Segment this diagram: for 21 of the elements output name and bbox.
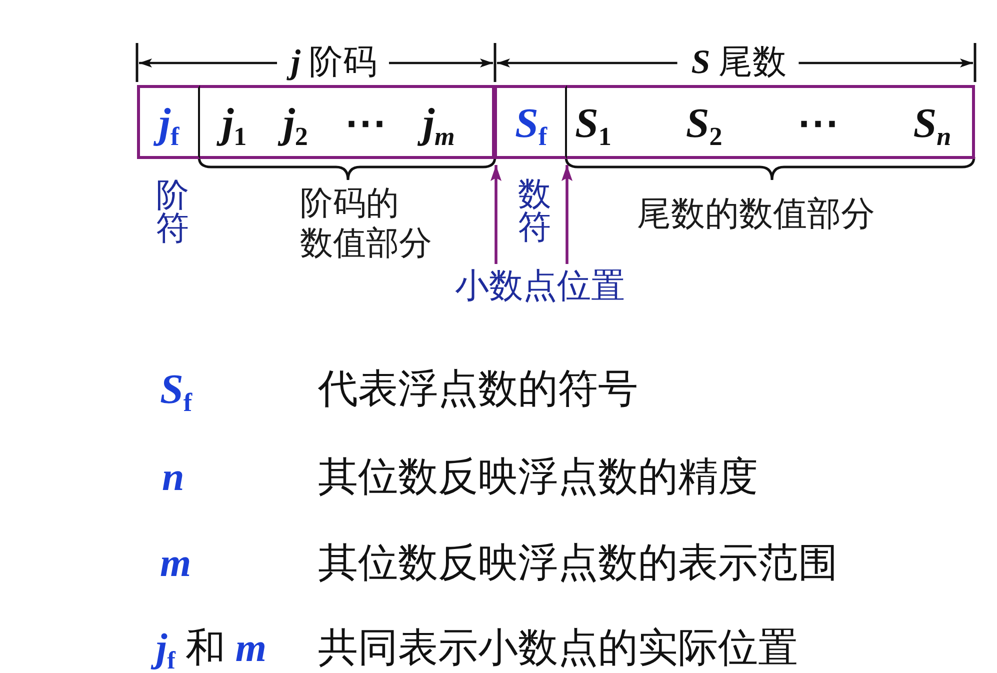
register-field: S$_{f}$: [497, 85, 567, 159]
symbol-label: m: [159, 543, 192, 587]
field-caption: 数符: [518, 179, 551, 245]
field-caption: 尾数的数值部分: [637, 198, 875, 232]
description-text: 共同表示小数点的实际位置: [318, 628, 798, 668]
annotation-label: 小数点位置: [455, 264, 625, 304]
symbol-label: n: [161, 457, 186, 501]
field-caption: 阶符: [156, 180, 189, 246]
description-text: 其位数反映浮点数的表示范围: [318, 543, 838, 583]
leader-arrow: [562, 165, 572, 264]
field-caption: 阶码的数值部分: [300, 185, 432, 264]
dimension-label: j 阶码: [283, 46, 381, 86]
description-text: 代表浮点数的符号: [318, 369, 638, 409]
dimension-label: S 尾数: [690, 46, 788, 83]
register-field: j$_{f}$: [137, 85, 200, 159]
symbol-label: S$_{f}$: [159, 369, 194, 419]
description-text: 其位数反映浮点数的精度: [318, 457, 758, 497]
register-field: S$_{1}$ S$_{2}$ ⋯ S$_{n}$: [567, 85, 975, 159]
leader-arrow: [490, 165, 502, 264]
register-field: j$_{1}$ j$_{2}$ ⋯ j$_{m}$: [200, 85, 497, 159]
symbol-label: j$_{f}$ 和 m: [146, 628, 271, 673]
